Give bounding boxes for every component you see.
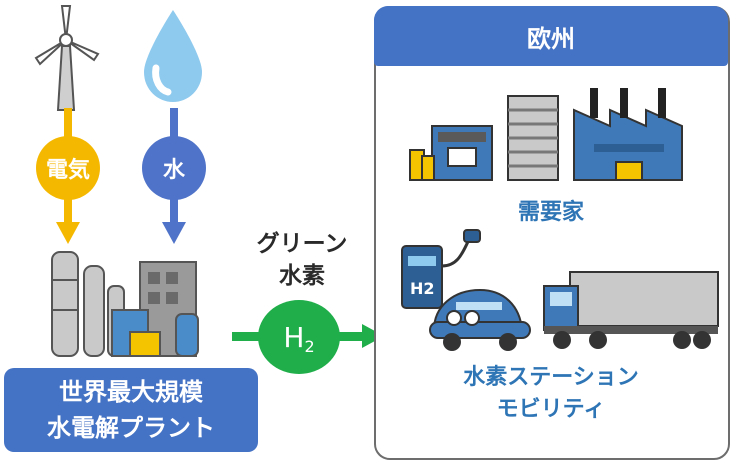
europe-title-text: 欧州 (527, 24, 575, 53)
plant-label-line1: 世界最大規模 (59, 378, 203, 406)
consumer-buildings-icon (409, 88, 683, 181)
plant-label-line2: 水電解プラント (47, 414, 215, 442)
electricity-node: 電気 (36, 136, 100, 200)
hydrogen-symbol: H (283, 320, 305, 354)
water-label: 水 (162, 158, 185, 183)
hydrogen-station-vehicles-icon: H2 (401, 229, 719, 351)
europe-panel (374, 6, 730, 460)
europe-title: 欧州 (374, 6, 728, 66)
green-hydrogen-line2: 水素 (279, 263, 325, 289)
plant-label: 世界最大規模 水電解プラント (4, 368, 258, 452)
electrolysis-plant-icon (51, 251, 199, 357)
water-drop-icon (144, 10, 202, 102)
h2-sign-text: H2 (410, 279, 435, 298)
mobility-label-line2: モビリティ (496, 397, 606, 422)
green-hydrogen-label: グリーン 水素 (236, 228, 368, 292)
hydrogen-subscript: 2 (304, 336, 315, 356)
electricity-label: 電気 (45, 158, 90, 183)
water-node: 水 (142, 136, 206, 200)
green-hydrogen-line1: グリーン (256, 231, 348, 257)
wind-turbine-icon (34, 5, 100, 111)
mobility-label-line1: 水素ステーション (463, 365, 639, 390)
consumers-label: 需要家 (517, 200, 584, 225)
mobility-label: 水素ステーション モビリティ (374, 362, 728, 426)
